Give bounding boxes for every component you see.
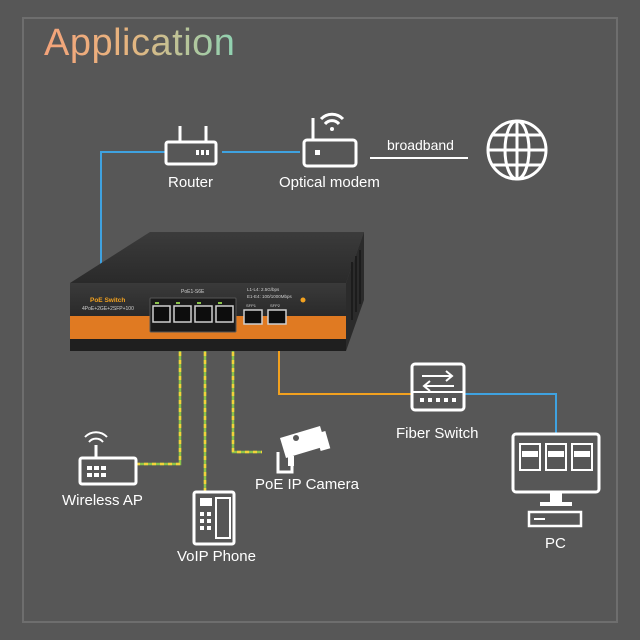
- diagram-frame: [22, 17, 618, 623]
- ap-link-dash: [136, 328, 182, 466]
- globe-icon: [486, 119, 548, 181]
- pc-label: PC: [545, 535, 566, 552]
- switch-led-legend-2: E1-E4: 100/1000Mbps: [247, 294, 292, 299]
- optical-modem-icon: [302, 112, 358, 168]
- poe-camera-label: PoE IP Camera: [255, 476, 359, 493]
- port-leds: [155, 302, 222, 304]
- wireless-ap-label: Wireless AP: [62, 492, 143, 509]
- sfp-fiber-line: [278, 338, 412, 395]
- rj45-panel: [149, 297, 237, 333]
- pc-icon: [511, 432, 601, 528]
- voip-phone-label: VoIP Phone: [177, 548, 256, 565]
- voip-phone-icon: [192, 490, 236, 546]
- wireless-ap-icon: [78, 431, 138, 486]
- broadband-label: broadband: [387, 137, 454, 153]
- switch-top-face: [70, 232, 364, 283]
- fiber-pc-line: [464, 393, 557, 434]
- switch-poe-group: PoE1-S6E: [181, 289, 205, 295]
- fiber-switch-label: Fiber Switch: [396, 425, 479, 442]
- switch-sfp2-label: SFP2: [270, 303, 281, 308]
- switch-brand: PoE Switch: [90, 297, 126, 304]
- router-icon: [164, 126, 218, 166]
- switch-model: 4PoE+2GE+2SFP+100: [82, 306, 134, 312]
- sfp-ports: [243, 309, 287, 325]
- switch-sfp1-label: SFP1: [246, 303, 257, 308]
- router-label: Router: [168, 174, 214, 191]
- rj45-ports: [152, 305, 234, 323]
- switch-base: [70, 339, 346, 351]
- poe-switch-device: [70, 232, 364, 351]
- switch-vents: [351, 250, 361, 320]
- switch-led-legend-1: L1-L4: 2.5G/bps: [247, 287, 280, 292]
- optical-modem-label: Optical modem: [279, 174, 380, 191]
- camera-icon: [276, 426, 331, 474]
- page-title: Application: [44, 22, 236, 64]
- fiber-switch-icon: [410, 362, 466, 412]
- power-led: [300, 297, 306, 303]
- camera-link-dash: [231, 328, 262, 454]
